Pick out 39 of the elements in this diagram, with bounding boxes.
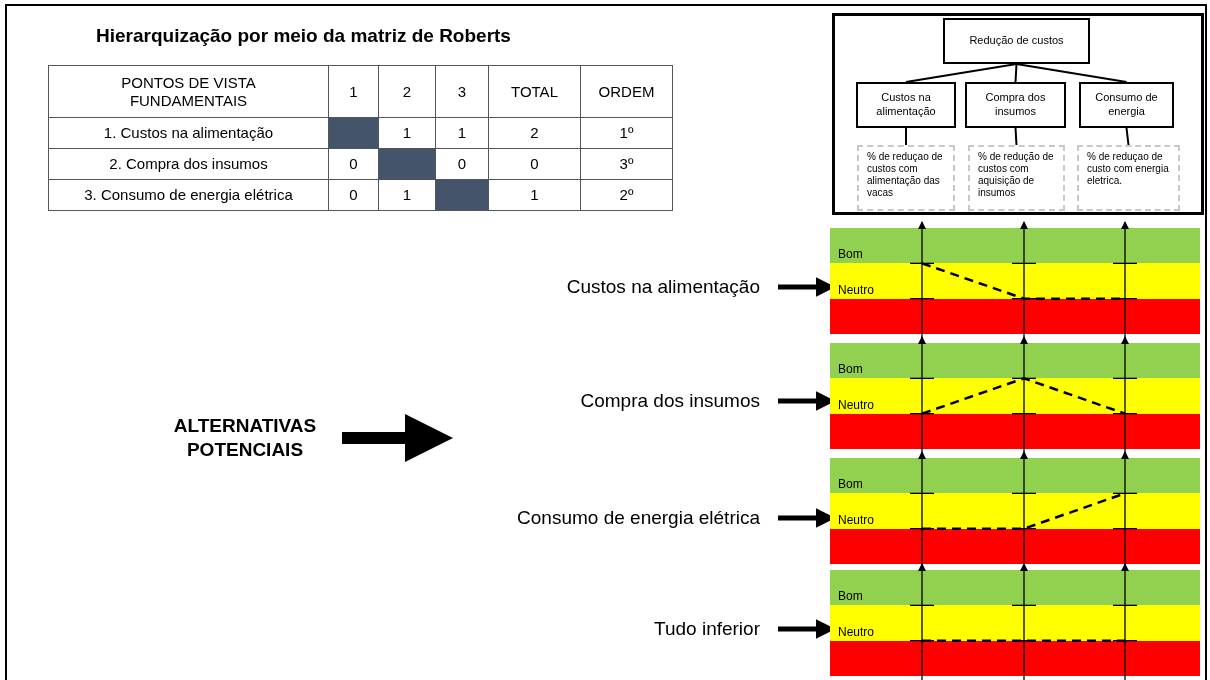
box-label: Compra dos insumos — [984, 91, 1047, 119]
level-label: Bom — [838, 363, 863, 376]
indicator-text: % de redução de custos com aquisição de insumos — [978, 151, 1055, 199]
level-label: Neutro — [838, 513, 875, 526]
alternative-label: Compra dos insumos — [580, 388, 760, 413]
table-cell: 3. Consumo de energia elétrica — [48, 179, 329, 211]
alternative-label: Custos na alimentação — [566, 274, 760, 299]
connector — [1125, 127, 1130, 146]
level-label: Bom — [838, 248, 863, 261]
box — [856, 82, 956, 128]
level-label: Bom — [838, 478, 863, 491]
section-heading: ALTERNATIVAS POTENCIAIS — [172, 414, 318, 462]
connector — [1014, 127, 1018, 146]
level-label: Neutro — [838, 283, 875, 296]
alternative-label: Tudo inferior — [654, 616, 760, 641]
box-label: Custos na alimentação — [875, 91, 937, 119]
box — [1079, 82, 1174, 128]
box — [943, 18, 1090, 64]
box — [965, 82, 1066, 128]
connector — [342, 414, 453, 462]
dashed-box — [1077, 145, 1180, 211]
box-label: Redução de custos — [969, 34, 1064, 48]
indicator-text: % de reduçao de custos com alimentação das vacas — [867, 151, 944, 199]
table-title: Hierarquização por meio da matriz de Roberts — [96, 24, 511, 48]
table-header-cell: ORDEM — [580, 65, 673, 118]
indicator-text: % de reduçao de custo com energia eletrica. — [1087, 151, 1170, 187]
connector — [905, 63, 1018, 83]
table-header-cell: PONTOS DE VISTA FUNDAMENTAIS — [48, 65, 329, 118]
connector — [905, 127, 907, 146]
level-label: Bom — [838, 590, 863, 603]
dashed-box — [857, 145, 955, 211]
connector — [1015, 63, 1128, 83]
level-label: Neutro — [838, 625, 875, 638]
connector — [1014, 63, 1018, 83]
alternative-label: Consumo de energia elétrica — [517, 505, 760, 530]
dashed-box — [968, 145, 1065, 211]
table-cell: 2º — [580, 179, 673, 211]
level-label: Neutro — [838, 398, 875, 411]
box-label: Consumo de energia — [1094, 91, 1159, 119]
